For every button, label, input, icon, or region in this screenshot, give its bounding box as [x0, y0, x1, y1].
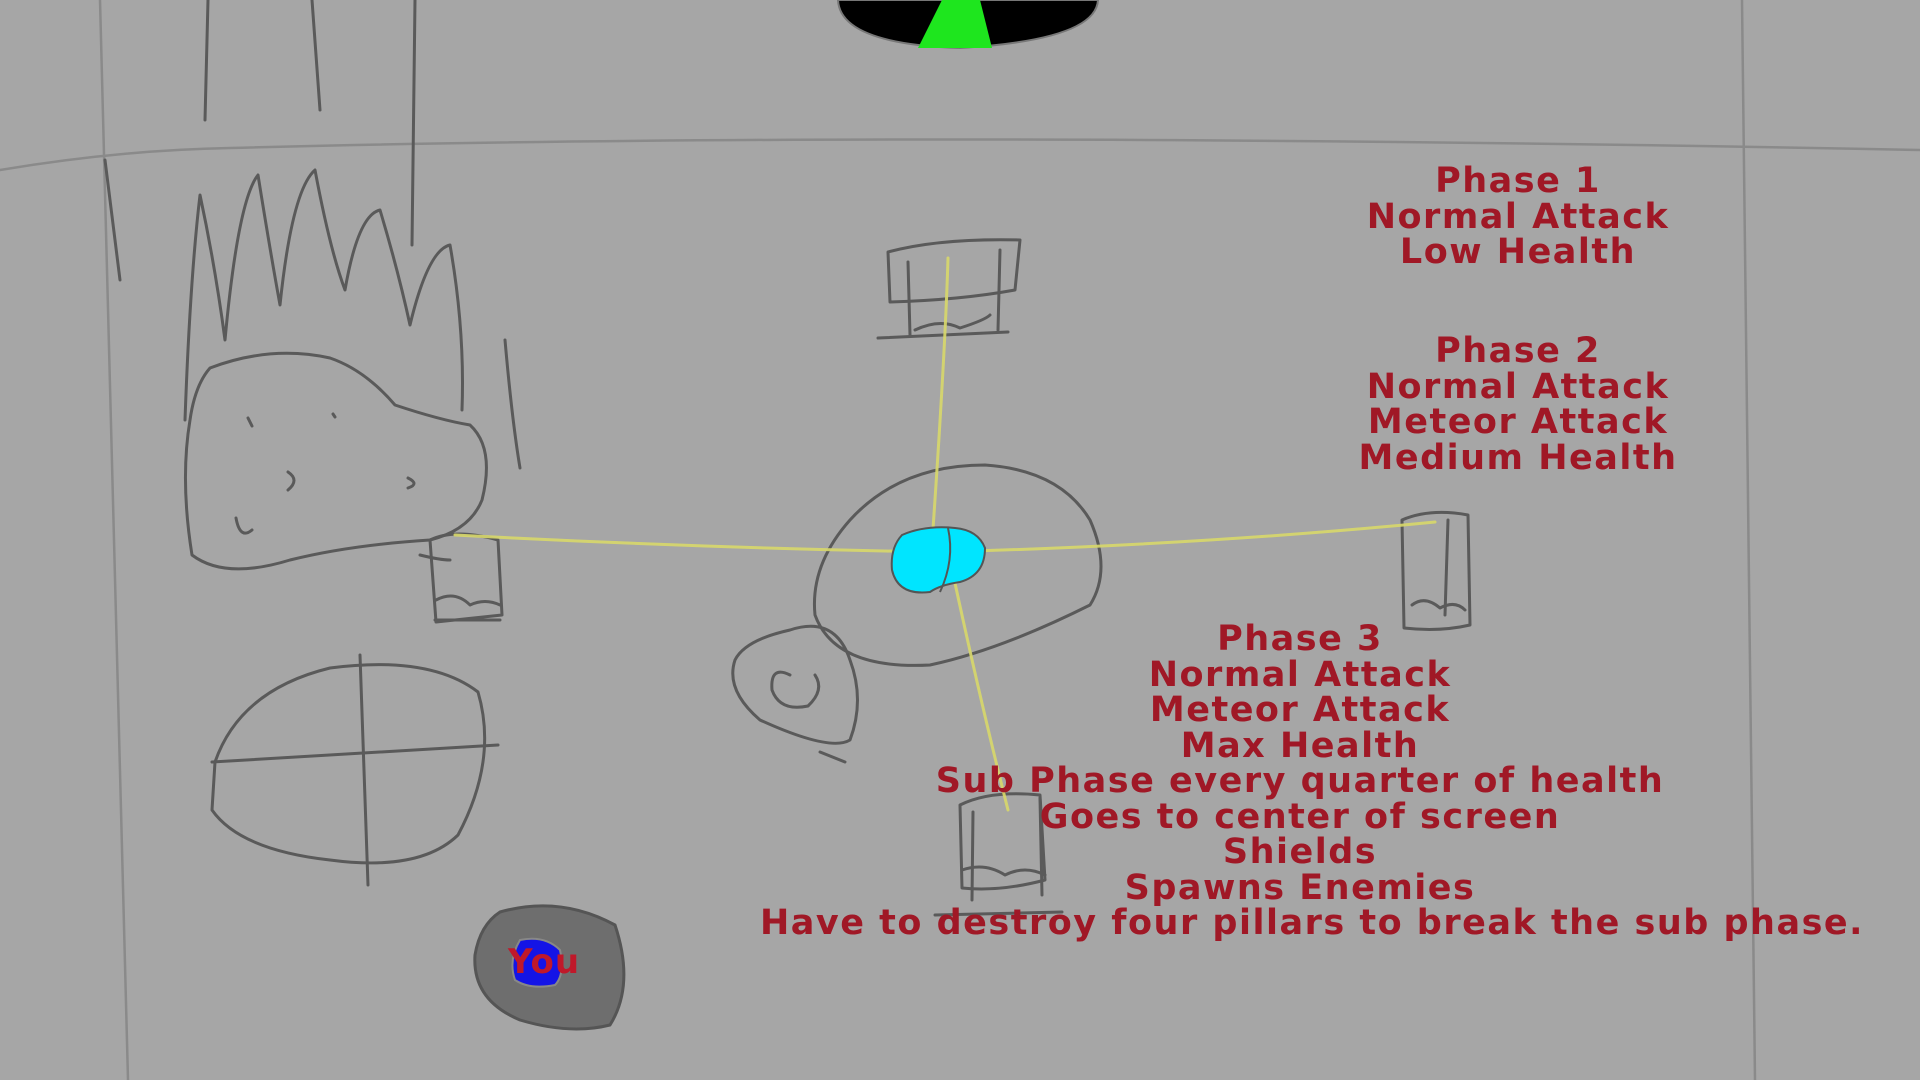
phase-3-line: Sub Phase every quarter of health — [935, 761, 1665, 801]
phase-3-line: Meteor Attack — [1149, 690, 1451, 730]
phase-2-line: Meteor Attack — [1367, 402, 1669, 442]
phase-2-notes: Phase 2 Normal Attack Meteor Attack Medi… — [1318, 331, 1718, 478]
target-marker — [210, 653, 500, 887]
left-wall-line — [98, 0, 130, 1080]
phase-3-line: Shields — [1222, 832, 1378, 872]
pillar-bottom — [933, 792, 1064, 917]
player-character — [473, 904, 626, 1031]
player-label: You — [508, 942, 581, 982]
pillar-left — [418, 532, 504, 624]
phase-1-title: Phase 1 — [1435, 161, 1601, 201]
phase-3-line: Spawns Enemies — [1124, 867, 1476, 908]
phase-3-line: Normal Attack — [1148, 654, 1452, 695]
spiral-enemy — [731, 624, 859, 764]
phase-2-line: Medium Health — [1358, 437, 1678, 478]
pillar-right — [1400, 510, 1472, 631]
rock-obstacle — [183, 351, 488, 571]
phase-3-line: Goes to center of screen — [1039, 796, 1561, 837]
phase-1-notes: Phase 1 Normal Attack Low Health — [1318, 161, 1718, 272]
right-wall-line — [1740, 0, 1757, 1080]
pillar-top — [876, 238, 1022, 340]
back-wall-line — [0, 138, 1920, 172]
boss-core — [890, 526, 987, 594]
phase-2-line: Normal Attack — [1366, 366, 1670, 407]
phase-3-line: Max Health — [1180, 725, 1420, 766]
phase-3-notes: Phase 3 Normal Attack Meteor Attack Max … — [740, 619, 1864, 943]
phase-1-line: Normal Attack — [1366, 196, 1670, 237]
pillar-beams — [453, 256, 1437, 812]
phase-3-title: Phase 3 — [1217, 619, 1383, 659]
phase-2-title: Phase 2 — [1435, 331, 1601, 371]
boss-arena — [812, 463, 1103, 667]
spike-formation — [103, 0, 522, 470]
top-hud-indicator — [836, 0, 1100, 50]
phase-3-line: Have to destroy four pillars to break th… — [760, 903, 1864, 943]
phase-1-line: Low Health — [1399, 232, 1637, 272]
